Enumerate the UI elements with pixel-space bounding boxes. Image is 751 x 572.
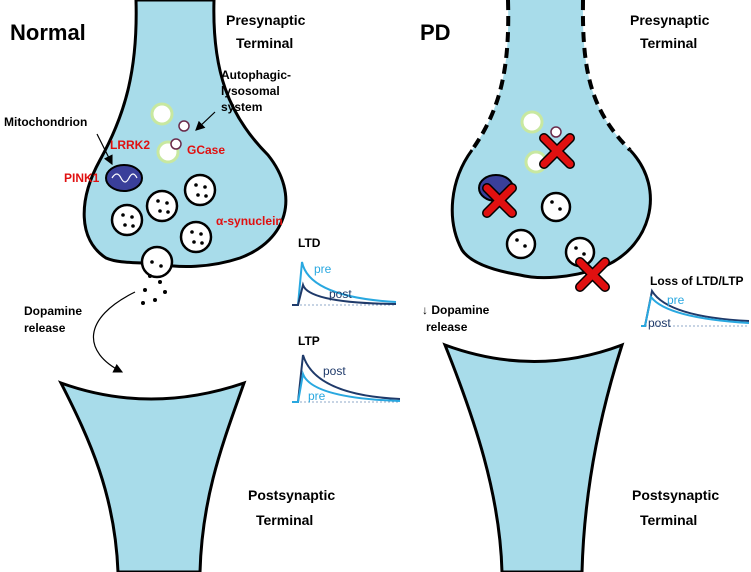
autophagic-arrow [195, 111, 216, 131]
pd-presynaptic-line1: Presynaptic [630, 12, 710, 28]
normal-postsynaptic-line2: Terminal [256, 512, 313, 528]
x-mark-icon [539, 133, 575, 169]
autophagic-line3: system [221, 100, 262, 114]
ltp-pre-label: pre [308, 389, 326, 403]
lysosomes [150, 102, 190, 164]
autophagic-line2: lysosomal [221, 84, 280, 98]
ltd-post-trace [292, 281, 397, 306]
normal-vesicles [110, 173, 217, 279]
normal-postsynaptic-line1: Postsynaptic [248, 487, 335, 503]
normal-presynaptic-line1: Presynaptic [226, 12, 306, 28]
normal-presynaptic-line2: Terminal [236, 35, 293, 51]
normal-dopamine-line2: release [24, 321, 66, 335]
pd-dopamine-line2: release [426, 320, 468, 334]
mitochondrion [105, 164, 143, 192]
normal-postsynaptic-terminal [57, 380, 247, 572]
vesicle-releasing [140, 245, 174, 279]
pd-postsynaptic-line2: Terminal [640, 512, 697, 528]
x-mark-icon [482, 183, 517, 218]
ltp-pre-trace [292, 370, 401, 403]
pd-postsynaptic-terminal [442, 342, 625, 572]
x-mark-icon [575, 257, 610, 292]
pink1-label: PINK1 [64, 171, 100, 185]
normal-dopamine-line1: Dopamine [24, 304, 82, 318]
ltd-pre-label: pre [314, 262, 332, 276]
vesicle [540, 191, 572, 223]
pd-membrane-dashed-right [580, 0, 632, 152]
pd-pre-label: pre [667, 293, 685, 307]
pd-dopamine-line1: ↓ Dopamine [422, 303, 490, 317]
ltd-post-label: post [329, 287, 352, 301]
vesicle [145, 189, 179, 223]
ltp-post-label: post [323, 364, 346, 378]
ltd-pre-trace [292, 261, 397, 306]
pd-presynaptic-line2: Terminal [640, 35, 697, 51]
autophagic-line1: Autophagic- [221, 68, 291, 82]
mitochondrion-arrow [96, 133, 113, 166]
vesicle [110, 203, 144, 237]
pd-membrane-solid [450, 148, 652, 280]
synuclein-label: α-synuclein [216, 214, 283, 228]
dopamine-dots [141, 274, 167, 305]
loss-ltd-ltp-label: Loss of LTD/LTP [650, 274, 744, 288]
vesicle [183, 173, 217, 207]
ltp-post-trace [292, 354, 401, 403]
pd-postsynaptic-line1: Postsynaptic [632, 487, 719, 503]
vesicle [179, 220, 213, 254]
pd-membrane-dashed-left [470, 0, 511, 152]
lrrk2-label: LRRK2 [110, 138, 150, 152]
normal-title: Normal [10, 20, 86, 45]
vesicle [505, 228, 537, 260]
dopamine-release-arrow [93, 291, 136, 373]
ltp-label: LTP [298, 334, 320, 348]
pd-pre-trace [641, 294, 750, 327]
ltd-label: LTD [298, 236, 321, 250]
pd-post-label: post [648, 316, 671, 330]
pd-post-trace [641, 288, 750, 327]
gcase-label: GCase [187, 143, 225, 157]
mitochondrion-label: Mitochondrion [4, 115, 87, 129]
pd-title: PD [420, 20, 451, 45]
